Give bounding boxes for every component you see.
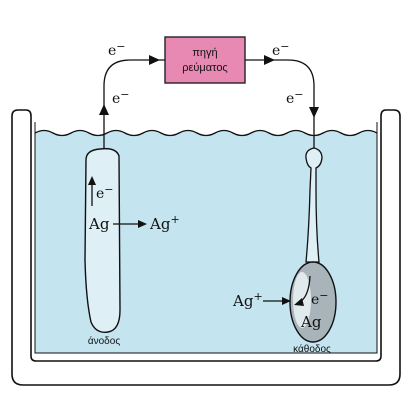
- tank-outer-wall: [11, 109, 401, 362]
- cathode-electron-arrowhead: [294, 298, 304, 306]
- arrow-wire-to-source: [149, 55, 160, 65]
- cathode-ion-arrowhead: [282, 297, 291, 305]
- tank-inner-wall: [34, 122, 378, 354]
- anode-bar: [84, 147, 121, 333]
- power-source-box: [164, 36, 246, 84]
- cathode-ag-label: Ag: [300, 313, 322, 331]
- wire-left: [103, 59, 165, 150]
- arrow-wire-from-source: [264, 55, 275, 65]
- arrow-wire-down: [309, 107, 319, 118]
- electron-label-left-top: e−: [108, 40, 126, 59]
- cathode-label: κάθοδος: [293, 343, 331, 355]
- cathode-ag-ion-label: Ag+: [232, 290, 263, 310]
- anode-ag-ion-label: Ag+: [149, 213, 180, 233]
- anode-label: άνοδος: [88, 335, 120, 347]
- electron-label-right-mid: e−: [286, 88, 304, 107]
- power-source-label-line2: ρεύματος: [182, 62, 227, 74]
- anode-ag-label: Ag: [88, 215, 110, 233]
- tank-outer-shell: [11, 116, 401, 386]
- anode-reaction-arrowhead: [138, 220, 147, 228]
- solution-surface: [34, 129, 378, 137]
- cathode-electron-label: e−: [311, 289, 329, 308]
- electron-label-right-top: e−: [272, 40, 290, 59]
- electron-label-left-mid: e−: [112, 88, 130, 107]
- wire-right: [245, 59, 315, 148]
- arrow-wire-up: [99, 104, 109, 115]
- anode-electron-label: e−: [96, 183, 114, 202]
- power-source-label-line1: πηγή: [192, 47, 217, 59]
- anode-electron-arrowhead: [88, 176, 96, 185]
